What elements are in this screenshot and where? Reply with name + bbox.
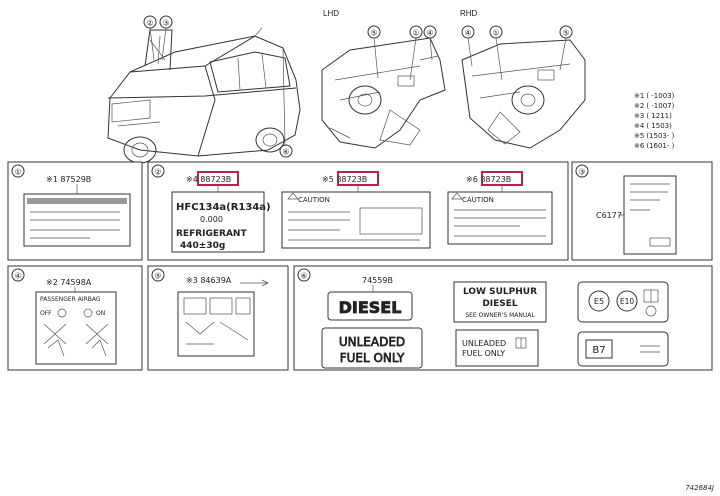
legend-mark-4: ※4	[634, 122, 645, 130]
legend-text-3: ( 1211)	[646, 112, 672, 120]
e10-label: E10	[620, 297, 635, 306]
legend-mark-6: ※6	[634, 142, 645, 150]
callout-6-car: ⑥	[282, 148, 289, 157]
panel-1-number: ①	[14, 168, 21, 177]
panel-1-part-number: ※1 87529B	[46, 175, 91, 184]
part-number-highlight-2	[337, 171, 379, 186]
label-2-title: CAUTION	[298, 196, 330, 204]
callout-5-lhd: ⑤	[370, 29, 377, 38]
low-sulphur-line-2: DIESEL	[482, 299, 518, 309]
unleaded-small-line-2: FUEL ONLY	[462, 349, 505, 358]
unleaded-small-line-1: UNLEADED	[462, 339, 506, 348]
legend-text-1: ( -1003)	[646, 92, 674, 100]
lhd-dashboard	[321, 37, 446, 149]
legend-text-4: ( 1503)	[646, 122, 672, 130]
panel-2: ② ※4 88723B HFC134a(R134a) 0.000 REFRIGE…	[147, 161, 569, 261]
legend-text-6: (1601- )	[646, 142, 674, 150]
legend-text-5: (1503- )	[646, 132, 674, 140]
b7-label: B7	[592, 345, 605, 356]
svg-text:※1( -1003): ※1( -1003)	[634, 92, 675, 100]
rhd-dashboard	[461, 39, 586, 149]
low-sulphur-line-1: LOW SULPHUR	[463, 287, 537, 297]
refrigerant-type: HFC134a(R134a)	[176, 202, 271, 213]
legend: ※1( -1003) ※2( -1007) ※3( 1211) ※4( 1503…	[634, 92, 675, 150]
panel-5-number: ⑤	[154, 272, 161, 281]
svg-text:※4( 1503): ※4( 1503)	[634, 122, 672, 130]
svg-text:※5(1503- ): ※5(1503- )	[634, 132, 675, 140]
svg-text:※3( 1211): ※3( 1211)	[634, 112, 672, 120]
legend-mark-1: ※1	[634, 92, 644, 100]
panel-4-part-number: ※2 74598A	[46, 278, 92, 287]
callout-5-rhd: ⑤	[562, 29, 569, 38]
legend-mark-5: ※5	[634, 132, 644, 140]
panel-6-part-number: 74559B	[362, 276, 393, 285]
callout-2-car: ②	[146, 19, 153, 28]
callout-3-car: ③	[162, 19, 169, 28]
legend-text-2: ( -1007)	[646, 102, 674, 110]
panel-5: ⑤ ※3 84639A	[147, 265, 289, 371]
panel-1: ① ※1 87529B	[7, 161, 143, 261]
panel-2-part-number-2: ※5 88723B	[322, 175, 367, 184]
callout-4-lhd: ④	[426, 29, 433, 38]
legend-mark-3: ※3	[634, 112, 644, 120]
part-number-highlight-3	[481, 171, 523, 186]
panel-2-part-number-3: ※6 88723B	[466, 175, 511, 184]
panel-3-part-number: C6177	[596, 211, 622, 220]
callout-1-rhd: ①	[492, 29, 499, 38]
panel-2-part-number-1: ※4 88723B	[186, 175, 231, 184]
callout-1-lhd: ①	[412, 29, 419, 38]
label-3-title: CAUTION	[462, 196, 494, 204]
rhd-label: RHD	[460, 9, 478, 18]
panel-5-part-number: ※3 84639A	[186, 276, 232, 285]
panel-4-number: ④	[14, 272, 21, 281]
panel-3-number: ③	[578, 168, 585, 177]
rhd-callouts: ④ ① ⑤	[461, 25, 573, 81]
unleaded-big-line-2: FUEL ONLY	[340, 351, 405, 365]
airbag-label-title: PASSENGER AIRBAG	[40, 296, 101, 303]
diesel-label: DIESEL	[339, 298, 402, 317]
diesel-pump-icon	[645, 305, 657, 317]
panel-4: ④ ※2 74598A PASSENGER AIRBAG OFF ON	[7, 265, 143, 371]
airbag-on-label: ON	[96, 310, 105, 317]
legend-mark-2: ※2	[634, 102, 644, 110]
refrigerant-label: REFRIGERANT	[176, 229, 247, 239]
panel-6: ⑥ 74559B DIESEL LOW SULPHUR DIESEL SEE O…	[293, 265, 713, 371]
lhd-callouts: ⑤ ① ④	[367, 25, 437, 81]
airbag-off-label: OFF	[40, 310, 52, 317]
car-illustration	[107, 27, 301, 164]
panel-2-number: ②	[154, 168, 161, 177]
svg-text:※2( -1007): ※2( -1007)	[634, 102, 675, 110]
svg-text:※6(1601- ): ※6(1601- )	[634, 142, 675, 150]
refrigerant-amount-small: 0.000	[200, 215, 223, 224]
car-callouts: ② ③ ⑥	[143, 15, 293, 158]
panel-6-number: ⑥	[300, 272, 307, 281]
panel-3: ③ C6177	[571, 161, 713, 261]
low-sulphur-line-3: SEE OWNER'S MANUAL	[465, 312, 535, 319]
e5-label: E5	[594, 297, 604, 306]
lhd-label: LHD	[323, 9, 339, 18]
refrigerant-charge: 440±30g	[180, 241, 225, 251]
unleaded-big-line-1: UNLEADED	[339, 335, 405, 349]
figure-code: 742684J	[685, 484, 714, 492]
callout-4-rhd: ④	[464, 29, 471, 38]
part-number-highlight-1	[197, 171, 239, 186]
